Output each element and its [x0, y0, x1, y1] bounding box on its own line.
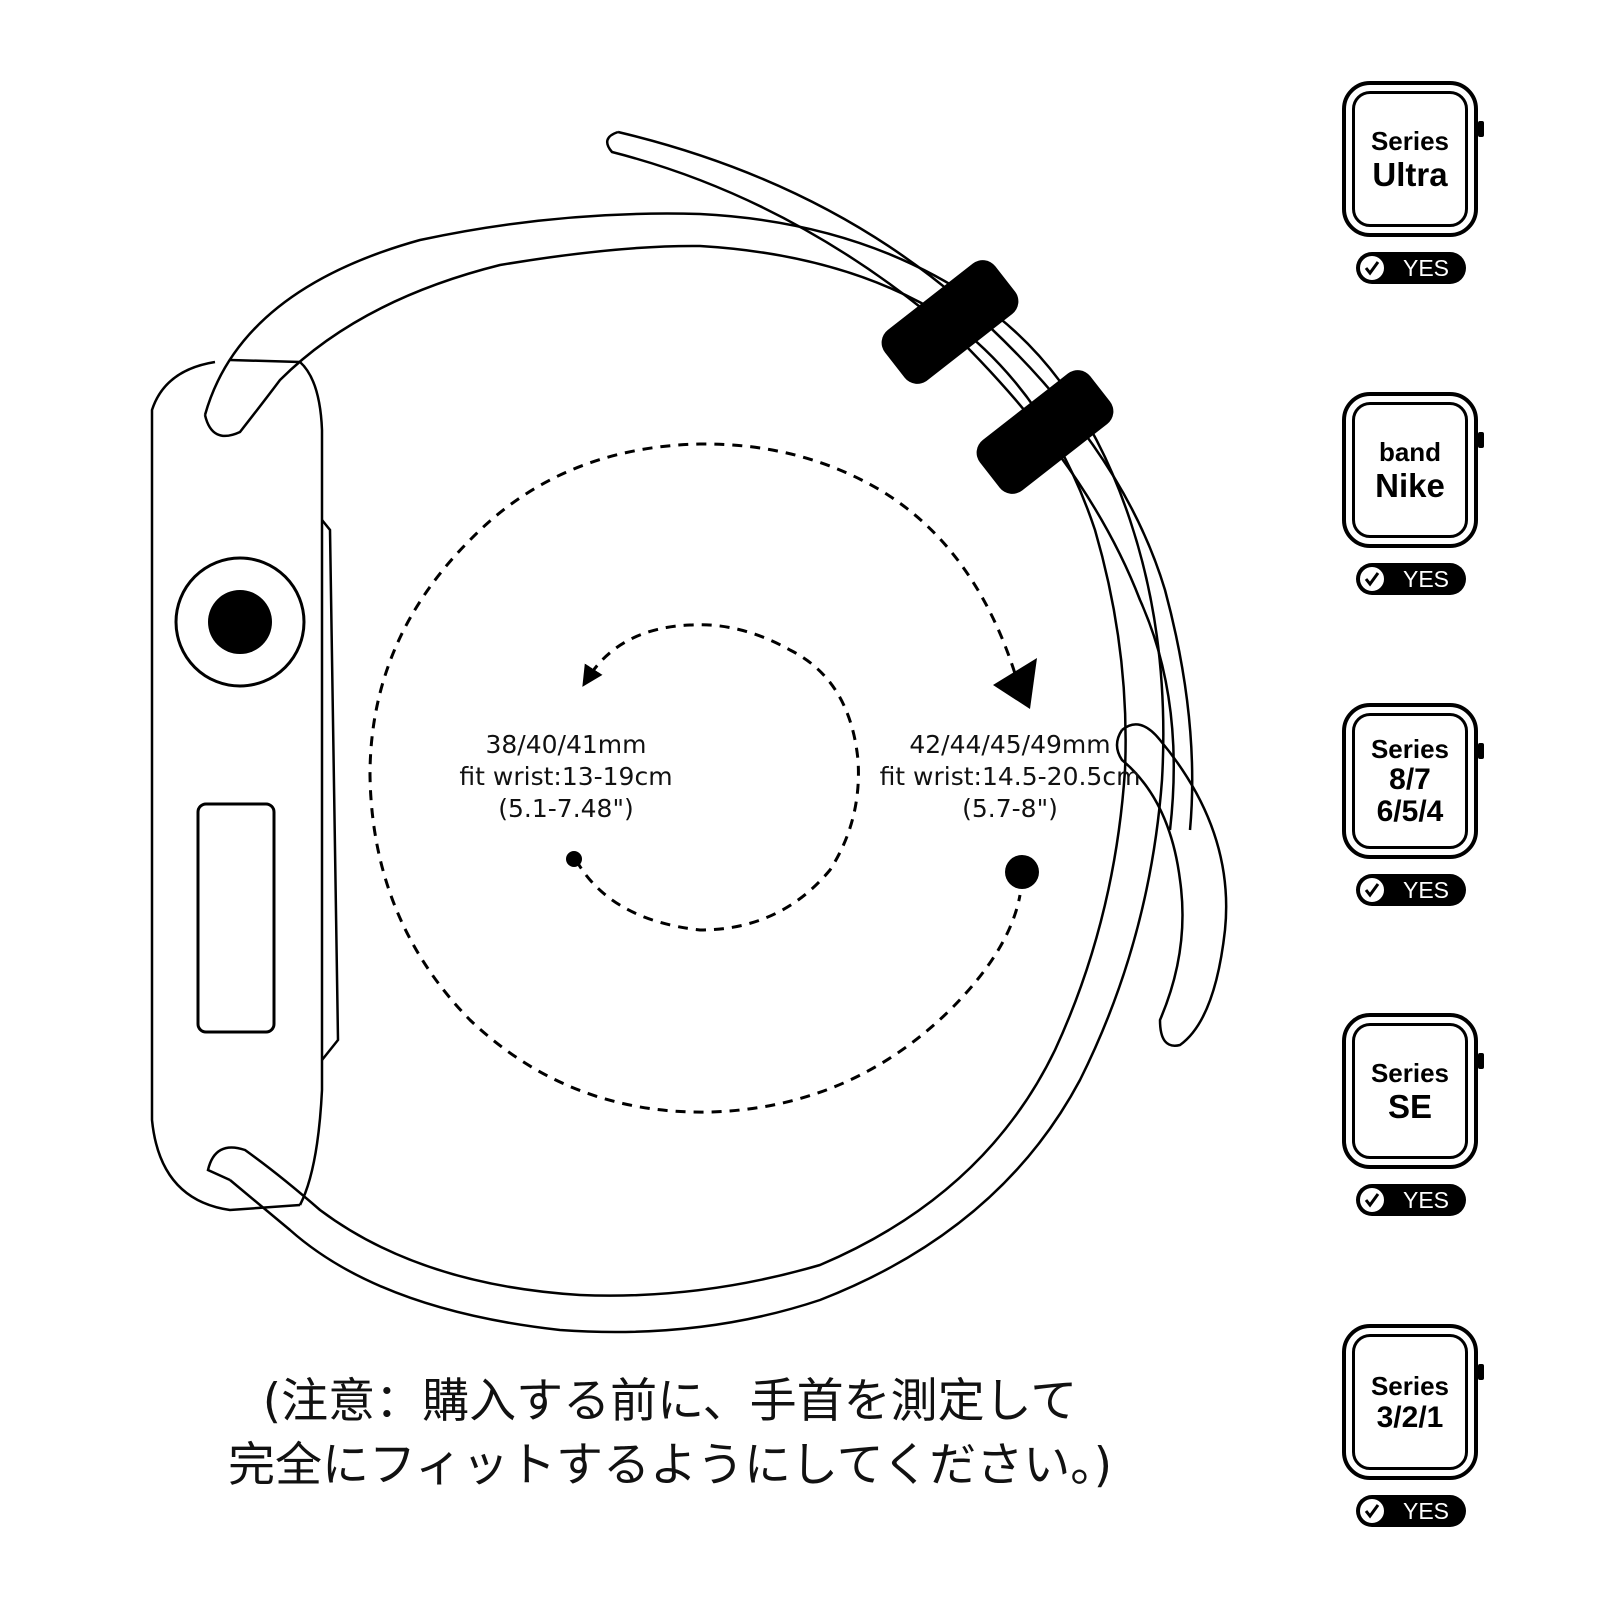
compat-line-1: Series	[1370, 734, 1450, 764]
compat-line-1: band	[1378, 437, 1442, 467]
large-start-dot	[1005, 855, 1039, 889]
watch-face-icon: Series SE	[1342, 1013, 1484, 1169]
compat-band-nike: band Nike YES	[1342, 392, 1496, 604]
compat-line-1: Series	[1370, 126, 1450, 156]
compat-line-2: SE	[1387, 1088, 1433, 1125]
large-size-inches: (5.7-8")	[962, 794, 1058, 823]
measure-wrist-note: (注意：購入する前に、手首を測定して 完全にフィットするようにしてください。)	[150, 1370, 1190, 1498]
checkmark-icon	[1358, 565, 1386, 593]
compat-line-1: Series	[1370, 1371, 1450, 1401]
small-size-label: 38/40/41mm fit wrist:13-19cm (5.1-7.48")	[416, 729, 716, 825]
large-size-wrist: fit wrist:14.5-20.5cm	[879, 762, 1141, 791]
side-button	[196, 802, 276, 1034]
compat-series-se: Series SE YES	[1342, 1013, 1496, 1225]
yes-badge: YES	[1356, 252, 1466, 284]
small-size-case: 38/40/41mm	[485, 730, 647, 759]
small-size-inches: (5.1-7.48")	[498, 794, 634, 823]
yes-label: YES	[1402, 1498, 1450, 1524]
small-size-wrist: fit wrist:13-19cm	[459, 762, 673, 791]
compat-line-2: 8/7	[1389, 763, 1431, 796]
checkmark-icon	[1358, 254, 1386, 282]
large-size-label: 42/44/45/49mm fit wrist:14.5-20.5cm (5.7…	[860, 729, 1160, 825]
compat-line-1: Series	[1370, 1058, 1450, 1088]
large-arrowhead-icon	[993, 658, 1037, 709]
compat-line-2: Nike	[1375, 467, 1445, 504]
checkmark-icon	[1358, 876, 1386, 904]
compat-series-ultra: Series Ultra YES	[1342, 81, 1496, 293]
watch-face-icon: Series 3/2/1	[1342, 1324, 1484, 1480]
watch-band	[203, 130, 1228, 1334]
yes-badge: YES	[1356, 1184, 1466, 1216]
large-size-arrow	[368, 442, 1022, 1114]
band-keeper-loops	[881, 260, 1114, 494]
yes-label: YES	[1402, 566, 1450, 592]
watch-face-icon: Series 8/7 6/5/4	[1342, 703, 1484, 859]
yes-badge: YES	[1356, 874, 1466, 906]
compat-series-3-2-1: Series 3/2/1 YES	[1342, 1324, 1496, 1536]
yes-badge: YES	[1356, 1495, 1466, 1527]
small-size-arrow	[574, 623, 860, 932]
watch-face-icon: band Nike	[1342, 392, 1484, 548]
watch-face-icon: Series Ultra	[1342, 81, 1484, 237]
watch-case	[150, 358, 340, 1212]
compat-line-3: 6/5/4	[1376, 795, 1444, 828]
compat-line-2: 3/2/1	[1376, 1401, 1444, 1434]
small-start-dot	[566, 851, 582, 867]
note-line-2: 完全にフィットするようにしてください。)	[227, 1438, 1113, 1493]
checkmark-icon	[1358, 1497, 1386, 1525]
yes-label: YES	[1402, 255, 1450, 281]
compat-series-8-7-6-5-4: Series 8/7 6/5/4 YES	[1342, 703, 1496, 915]
note-line-1: (注意：購入する前に、手首を測定して	[262, 1374, 1078, 1429]
yes-badge: YES	[1356, 563, 1466, 595]
yes-label: YES	[1402, 1187, 1450, 1213]
checkmark-icon	[1358, 1186, 1386, 1214]
digital-crown-icon	[174, 556, 306, 688]
large-size-case: 42/44/45/49mm	[909, 730, 1111, 759]
yes-label: YES	[1402, 877, 1450, 903]
compat-line-2: Ultra	[1372, 156, 1448, 193]
